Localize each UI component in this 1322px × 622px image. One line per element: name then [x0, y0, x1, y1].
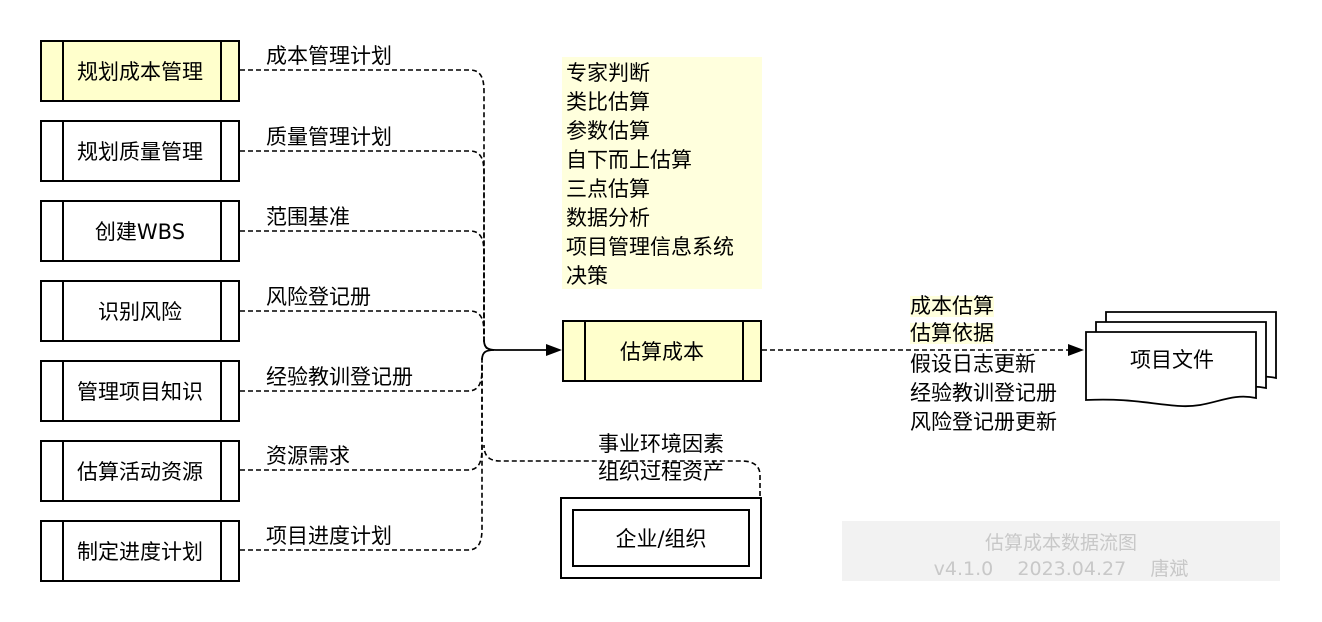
input-process-5-label: 管理项目知识	[77, 380, 203, 404]
enterprise-entity[interactable]: 企业/组织	[560, 497, 762, 579]
tool-item: 决策	[566, 264, 608, 288]
arrowhead-icon	[546, 344, 562, 356]
document-stack-front-icon	[1085, 331, 1257, 407]
input-process-6[interactable]: 估算活动资源	[40, 440, 240, 502]
flow-label-1: 成本管理计划	[266, 44, 392, 68]
flow-line-enterprise	[483, 444, 761, 496]
flow-label-7: 项目进度计划	[266, 524, 392, 548]
output-item: 估算依据	[910, 321, 994, 345]
tool-item: 项目管理信息系统	[566, 235, 734, 259]
output-item: 风险登记册更新	[910, 410, 1057, 434]
input-process-6-label: 估算活动资源	[77, 460, 203, 484]
flow-label-2: 质量管理计划	[266, 125, 392, 149]
enterprise-label: 企业/组织	[572, 509, 750, 567]
input-process-2[interactable]: 规划质量管理	[40, 120, 240, 182]
flow-label-6: 资源需求	[266, 444, 350, 468]
flow-label-3: 范围基准	[266, 205, 350, 229]
center-process[interactable]: 估算成本	[562, 320, 762, 382]
output-item: 成本估算	[910, 294, 994, 318]
stamp-title: 估算成本数据流图	[984, 532, 1137, 554]
input-process-3-label: 创建WBS	[94, 220, 186, 244]
flow-line-7	[240, 362, 483, 551]
stamp-version: v4.1.0 2023.04.27 唐斌	[933, 558, 1189, 580]
tool-item: 专家判断	[566, 61, 650, 85]
input-process-3[interactable]: 创建WBS	[40, 200, 240, 262]
merge-line	[483, 339, 552, 351]
center-process-label: 估算成本	[620, 340, 704, 364]
input-process-2-label: 规划质量管理	[77, 140, 203, 164]
tool-item: 自下而上估算	[566, 148, 692, 172]
input-process-7-label: 制定进度计划	[77, 540, 203, 564]
merge-line-lower	[481, 349, 495, 361]
tool-item: 三点估算	[566, 177, 650, 201]
enterprise-flow-2: 组织过程资产	[598, 460, 724, 484]
tool-item: 数据分析	[566, 206, 650, 230]
output-target-label: 项目文件	[1130, 348, 1214, 372]
flow-label-4: 风险登记册	[266, 285, 371, 309]
tools-list: 专家判断 类比估算 参数估算 自下而上估算 三点估算 数据分析 项目管理信息系统…	[562, 57, 762, 289]
flow-line-2	[240, 150, 485, 338]
flow-label-5: 经验教训登记册	[266, 365, 413, 389]
output-item: 假设日志更新	[910, 352, 1036, 376]
version-stamp: 估算成本数据流图 v4.1.0 2023.04.27 唐斌	[842, 521, 1280, 581]
input-process-4-label: 识别风险	[98, 300, 182, 324]
tool-item: 参数估算	[566, 119, 650, 143]
input-process-5[interactable]: 管理项目知识	[40, 360, 240, 422]
input-process-7[interactable]: 制定进度计划	[40, 520, 240, 582]
input-process-1[interactable]: 规划成本管理	[40, 40, 240, 102]
input-process-4[interactable]: 识别风险	[40, 280, 240, 342]
output-item: 经验教训登记册	[910, 381, 1057, 405]
flow-line-4	[240, 310, 485, 342]
flow-line-3	[240, 230, 485, 338]
flow-line-1	[240, 69, 493, 351]
input-process-1-label: 规划成本管理	[77, 60, 203, 84]
tool-item: 类比估算	[566, 90, 650, 114]
enterprise-flow-1: 事业环境因素	[598, 432, 724, 456]
output-arrowhead-icon	[1068, 344, 1084, 356]
